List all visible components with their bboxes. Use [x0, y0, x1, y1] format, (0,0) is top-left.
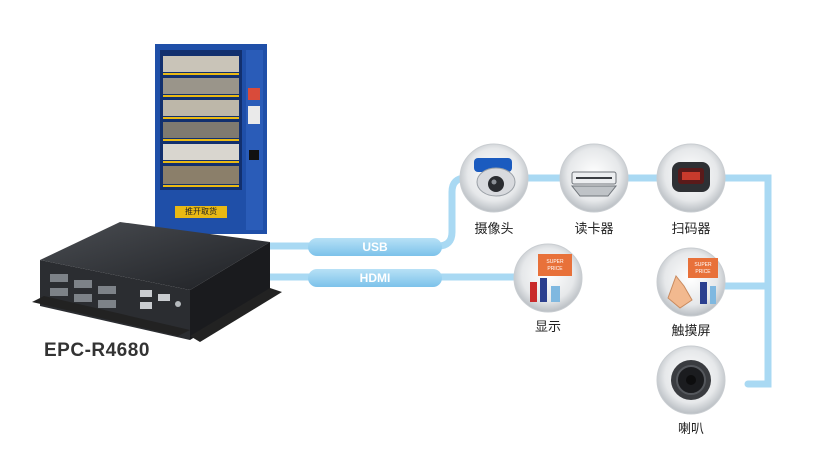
- vending-sign: 推开取货: [175, 206, 227, 218]
- epc-device: [32, 222, 282, 342]
- speaker-icon: [671, 360, 711, 400]
- scanner-node: [656, 143, 726, 213]
- camera-label: 摄像头: [474, 222, 514, 237]
- camera-icon: [474, 158, 516, 197]
- svg-text:SUPER: SUPER: [694, 262, 712, 268]
- card-reader-node: [559, 143, 629, 213]
- barcode-scanner-icon: [672, 162, 710, 192]
- display-icon: SUPER PRICE: [530, 254, 572, 302]
- speaker-label: 喇叭: [677, 422, 704, 437]
- usb-bus: [308, 238, 442, 256]
- hdmi-label: HDMI: [359, 271, 391, 285]
- camera-node: [459, 143, 529, 213]
- device-name: EPC-R4680: [44, 340, 150, 361]
- touchscreen-node: SUPER PRICE: [656, 247, 726, 317]
- vending-machine: [155, 44, 267, 234]
- speaker-node: [656, 345, 726, 415]
- svg-text:SUPER: SUPER: [546, 259, 564, 265]
- io-ports: [50, 274, 181, 309]
- hdmi-bus: [308, 269, 442, 287]
- display-node: SUPER PRICE: [513, 243, 583, 313]
- shelf-products: [163, 56, 239, 187]
- display-label: 显示: [534, 320, 561, 335]
- svg-text:PRICE: PRICE: [695, 269, 711, 275]
- scanner-label: 扫码器: [671, 222, 711, 237]
- touchscreen-label: 触摸屏: [671, 324, 711, 339]
- svg-text:PRICE: PRICE: [547, 266, 563, 272]
- card-reader-label: 读卡器: [574, 222, 614, 237]
- card-reader-icon: [570, 171, 618, 197]
- usb-label: USB: [362, 240, 388, 254]
- touchscreen-icon: SUPER PRICE: [667, 258, 718, 309]
